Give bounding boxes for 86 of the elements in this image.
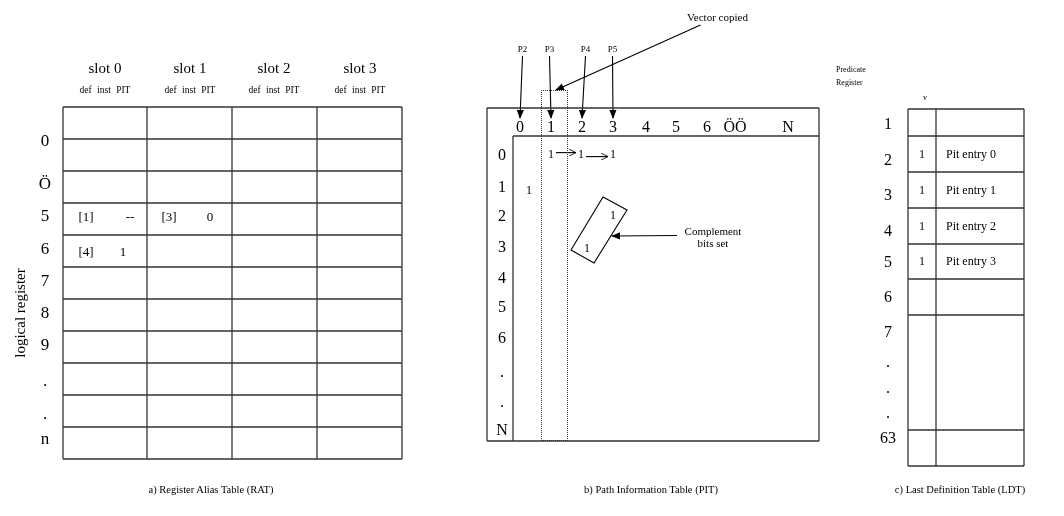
row-label: 1: [498, 179, 506, 195]
pointer-label: P4: [577, 44, 594, 56]
row-label: 8: [40, 303, 50, 321]
pointer-label: P2: [514, 44, 531, 56]
row-label: n: [40, 429, 50, 447]
caption: b) Path Information Table (PIT): [584, 484, 718, 496]
arrow: [547, 55, 555, 119]
row-label: 7: [884, 324, 892, 340]
axis-label: Predicate Register: [836, 64, 867, 89]
row-label: 5: [498, 299, 506, 315]
column-header: N: [782, 119, 794, 135]
arrow: [578, 55, 587, 119]
row-label: 0: [40, 131, 50, 149]
column-header: slot 0: [88, 60, 122, 76]
cell-value: Pit entry 1: [946, 184, 996, 196]
row-label: 5: [884, 254, 892, 270]
column-header: 1: [545, 118, 557, 136]
column-header: 5: [672, 119, 680, 135]
column-header: 4: [642, 119, 650, 135]
row-label: 9: [40, 335, 50, 353]
row-label: .: [886, 405, 890, 421]
row-label: 4: [884, 223, 892, 239]
row-label: 5: [40, 206, 50, 224]
column-header: slot 3: [343, 60, 377, 76]
cell-value: 0: [206, 209, 214, 223]
row-label: 6: [40, 239, 50, 257]
arrow: [611, 232, 678, 240]
row-label: 2: [884, 152, 892, 168]
cell-value: [4]: [78, 244, 94, 258]
cell-value: 1: [919, 255, 925, 267]
column-header: v: [923, 94, 927, 102]
cell-value: 1: [919, 220, 925, 232]
column-subheader: def inst PIT: [164, 86, 216, 96]
column-header: ÖÖ: [723, 119, 747, 135]
arrow: [516, 55, 524, 119]
row-label: 6: [498, 330, 506, 346]
cell-value: 1: [919, 148, 925, 160]
row-label: .: [42, 404, 48, 422]
row-label: 63: [880, 430, 896, 446]
pointer-label: P3: [541, 44, 558, 56]
cell-value: Pit entry 3: [946, 255, 996, 267]
cell-value: Pit entry 0: [946, 148, 996, 160]
row-label: 6: [884, 289, 892, 305]
row-label: 7: [40, 271, 50, 289]
row-label: .: [886, 380, 890, 396]
row-label: 1: [884, 116, 892, 132]
callout-text: Complement bits set: [677, 222, 749, 252]
cell-value: [3]: [161, 209, 177, 223]
column-header: 0: [514, 118, 526, 136]
dotted-column-frame: [541, 90, 568, 441]
cell-value: Pit entry 2: [946, 220, 996, 232]
arrow: [609, 55, 617, 119]
column-header: 3: [607, 118, 619, 136]
cell-value: 1: [919, 184, 925, 196]
cell-value: [1]: [78, 209, 94, 223]
cell-value: 1: [526, 184, 532, 196]
row-label: 0: [498, 147, 506, 163]
column-subheader: def inst PIT: [248, 86, 300, 96]
row-label: 3: [884, 187, 892, 203]
row-label: Ö: [38, 174, 52, 192]
caption: a) Register Alias Table (RAT): [148, 484, 274, 496]
bit-value: 1: [608, 147, 618, 163]
caption: c) Last Definition Table (LDT): [894, 484, 1026, 496]
column-header: 6: [703, 119, 711, 135]
column-header: 2: [576, 118, 588, 136]
row-label: N: [496, 422, 508, 438]
bit-value: 1: [546, 147, 556, 163]
callout-text: Vector copied: [675, 9, 760, 25]
tilted-frame: 1 1: [569, 195, 629, 265]
column-header: slot 2: [257, 60, 291, 76]
cell-value: 1: [119, 244, 127, 258]
column-subheader: def inst PIT: [334, 86, 386, 96]
row-label: 3: [498, 239, 506, 255]
row-label: .: [500, 394, 504, 410]
cell-value: --: [125, 209, 135, 223]
row-label: .: [886, 354, 890, 370]
row-label: 2: [498, 208, 506, 224]
column-subheader: def inst PIT: [79, 86, 131, 96]
row-label: .: [500, 364, 504, 380]
pointer-label: P5: [604, 44, 621, 56]
axis-label: logical register: [12, 268, 28, 358]
row-label: .: [42, 371, 48, 389]
row-label: 4: [498, 270, 506, 286]
column-header: slot 1: [173, 60, 207, 76]
bit-value: 1: [576, 147, 586, 163]
arrow: [555, 24, 702, 91]
